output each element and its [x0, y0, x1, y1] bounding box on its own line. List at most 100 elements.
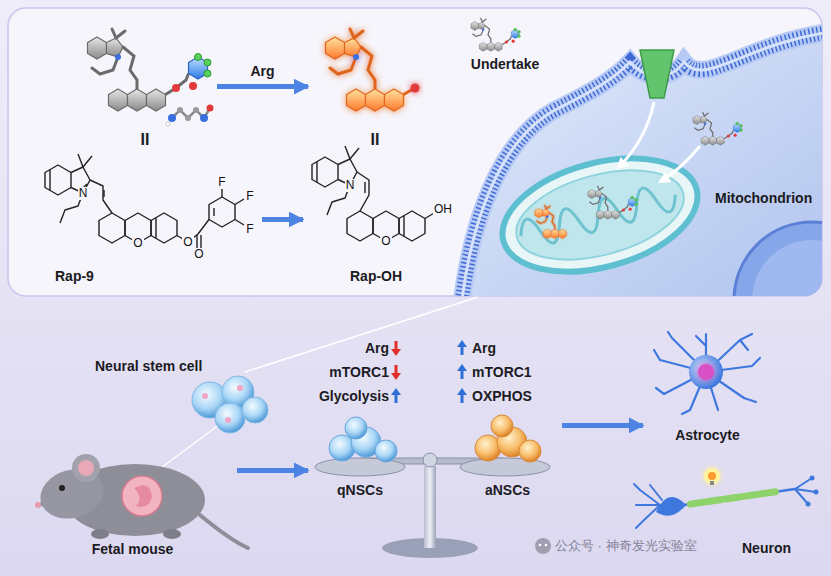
double-bond	[196, 235, 197, 248]
node-label: II	[371, 130, 380, 149]
atom-label: O	[380, 235, 391, 248]
node-label: Astrocyte	[675, 427, 740, 444]
balance-pan	[460, 458, 550, 476]
mouse-foot	[91, 529, 109, 539]
rapoh-structure	[312, 146, 435, 241]
atom-ball	[177, 107, 183, 113]
rap9-structure	[45, 154, 244, 248]
atom-label: O	[182, 236, 193, 249]
dendrite	[634, 484, 662, 528]
ring	[347, 211, 373, 241]
metabolite-label: Arg	[365, 340, 389, 357]
flow-arrow	[217, 84, 308, 89]
double-bond	[200, 235, 201, 248]
leader-line	[245, 297, 478, 372]
fetal-mouse: Fetal mouse	[30, 440, 235, 560]
astrocyte-process	[654, 332, 760, 414]
quiescent-cells: qNSCs	[310, 405, 410, 501]
atom-label: OH	[433, 203, 453, 216]
pathway-label: OXPHOS	[472, 388, 532, 405]
bond	[221, 188, 222, 197]
watermark-icon	[535, 538, 551, 554]
watermark-icon-dot	[545, 544, 548, 547]
bond	[83, 156, 92, 167]
myelin	[690, 492, 775, 504]
atom-ball	[185, 115, 191, 121]
probe-cartoon	[88, 29, 212, 111]
uptake-arrow	[660, 146, 700, 182]
atom-ball	[193, 107, 199, 113]
terminal-bouton	[806, 502, 811, 507]
outer-membrane	[490, 139, 710, 291]
cristae	[517, 180, 679, 250]
node-label: Mitochondrion	[715, 190, 812, 207]
mouse-tail	[200, 515, 248, 548]
terminal-bouton	[814, 490, 819, 495]
mouse-ear-inner	[78, 460, 94, 476]
bond	[235, 220, 244, 226]
atom-ball	[207, 105, 214, 112]
up-arrow	[391, 388, 401, 403]
flow-arrow	[562, 423, 643, 428]
atom-ball	[166, 122, 170, 126]
stem-cells	[192, 376, 268, 433]
balance	[315, 453, 550, 558]
light-bulb	[708, 472, 716, 480]
bond	[235, 199, 244, 205]
membrane-core	[462, 32, 822, 296]
axon-terminal	[795, 478, 816, 504]
atom-ball	[200, 114, 208, 122]
probe-in-mito	[588, 186, 637, 219]
watermark-icon-dot	[539, 544, 542, 547]
mouse-nose	[35, 502, 41, 508]
active-cluster	[475, 415, 541, 462]
node-label: Fetal mouse	[92, 541, 174, 558]
ring	[312, 157, 338, 187]
pathway-label: mTORC1	[329, 364, 389, 381]
bond	[357, 172, 369, 211]
mouse-ear	[72, 454, 100, 482]
product-cartoon	[326, 29, 404, 111]
node-label: aNSCs	[485, 482, 530, 499]
neuron-cell	[634, 468, 819, 528]
cell	[519, 440, 541, 462]
ring	[151, 213, 177, 243]
ring	[45, 165, 71, 195]
cell-illustration	[462, 32, 822, 296]
down-arrow	[391, 341, 401, 356]
dye-in-mito	[535, 205, 566, 238]
double-bond	[49, 170, 50, 190]
light-bulb-glow	[704, 468, 720, 484]
astrocyte-nucleus	[698, 364, 714, 380]
bond	[350, 148, 359, 159]
astrocyte: Astrocyte	[645, 330, 770, 446]
probe-molecule: II	[75, 22, 215, 151]
structure-rapoh: Rap-OH	[305, 152, 445, 287]
double-bond	[213, 208, 214, 216]
probe-in-cytoplasm	[693, 112, 742, 145]
mouse-foot	[163, 529, 181, 539]
probe-outside	[471, 18, 520, 51]
terminal-bouton	[810, 476, 815, 481]
flow-arrow	[262, 217, 303, 222]
product-oxygen	[411, 84, 420, 93]
cell	[345, 417, 367, 439]
structure-rap9: Rap-9	[25, 152, 260, 287]
up-arrow	[457, 388, 467, 403]
double-bond	[316, 162, 317, 182]
nucleus-inner	[752, 240, 822, 296]
double-bond	[103, 190, 104, 197]
pathway-label: mTORC1	[472, 364, 532, 381]
atom-label: F	[217, 176, 226, 189]
double-bond	[364, 182, 365, 193]
ring	[399, 211, 425, 241]
active-cells: aNSCs	[455, 405, 560, 501]
atom-label: O	[132, 237, 143, 250]
bond	[78, 154, 83, 167]
down-arrow	[391, 365, 401, 380]
node-label: Rap-OH	[350, 268, 402, 285]
bond	[90, 180, 112, 213]
cell	[242, 397, 268, 423]
